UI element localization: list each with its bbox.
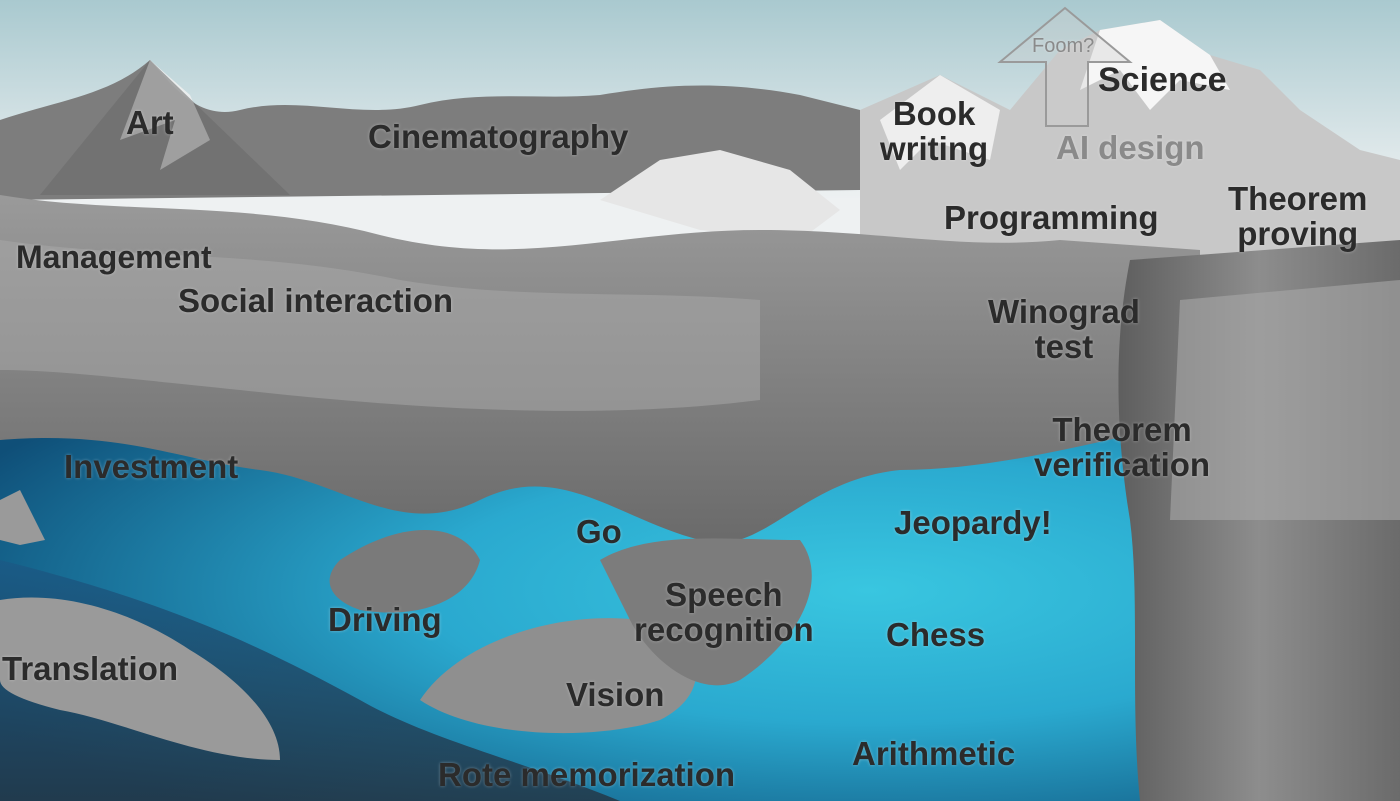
label-ai-design: AI design bbox=[1056, 129, 1205, 166]
label-go: Go bbox=[576, 513, 622, 550]
speech-recognition-cape bbox=[600, 538, 812, 686]
label-science: Science bbox=[1098, 61, 1227, 99]
label-theorem-verification-line-1: Theorem bbox=[1052, 411, 1192, 448]
plateau-light-layer bbox=[0, 240, 760, 411]
cliff-upper-face bbox=[1170, 280, 1400, 520]
science-peak-snow bbox=[1080, 20, 1230, 110]
label-arithmetic: Arithmetic bbox=[852, 735, 1016, 772]
label-jeopardy: Jeopardy! bbox=[894, 504, 1052, 541]
mountain-range-right bbox=[860, 20, 1400, 260]
label-speech-recognition: Speech recognition bbox=[634, 576, 814, 648]
label-speech-recognition-line-1: Speech bbox=[665, 576, 783, 613]
deep-water bbox=[0, 560, 620, 801]
label-foom: Foom? bbox=[1032, 35, 1095, 57]
label-theorem-verification: Theorem verification bbox=[1034, 411, 1211, 483]
small-rock bbox=[0, 490, 45, 545]
driving-cape bbox=[329, 530, 480, 613]
vision-island bbox=[420, 618, 697, 734]
label-speech-recognition-line-2: recognition bbox=[634, 610, 814, 648]
label-art: Art bbox=[126, 104, 174, 141]
label-book-writing-line-2: writing bbox=[880, 129, 989, 167]
book-writing-peak-snow bbox=[880, 75, 1000, 170]
label-theorem-proving: Theorem proving bbox=[1228, 180, 1368, 252]
label-translation: Translation bbox=[2, 650, 179, 687]
label-winograd-test-line-2: test bbox=[1034, 327, 1094, 365]
label-chess: Chess bbox=[886, 616, 986, 653]
translation-island bbox=[0, 597, 280, 760]
label-vision: Vision bbox=[566, 676, 665, 713]
label-theorem-proving-line-2: proving bbox=[1237, 214, 1359, 252]
label-winograd-test-line-1: Winograd bbox=[988, 293, 1140, 330]
label-theorem-verification-line-2: verification bbox=[1034, 445, 1211, 483]
art-peak bbox=[40, 60, 290, 195]
label-book-writing: Book writing bbox=[880, 95, 989, 167]
label-rote-memorization: Rote memorization bbox=[438, 756, 736, 793]
label-driving: Driving bbox=[328, 601, 442, 638]
label-investment: Investment bbox=[64, 448, 239, 485]
label-cinematography: Cinematography bbox=[368, 118, 629, 155]
foom-arrow bbox=[997, 6, 1133, 127]
label-management: Management bbox=[16, 239, 212, 275]
label-theorem-proving-line-1: Theorem bbox=[1228, 180, 1368, 217]
label-programming: Programming bbox=[944, 199, 1159, 236]
label-winograd-test: Winograd test bbox=[988, 293, 1140, 365]
middle-snow-ridge bbox=[600, 150, 840, 240]
label-book-writing-line-1: Book bbox=[892, 95, 976, 132]
label-social-interaction: Social interaction bbox=[178, 282, 454, 319]
